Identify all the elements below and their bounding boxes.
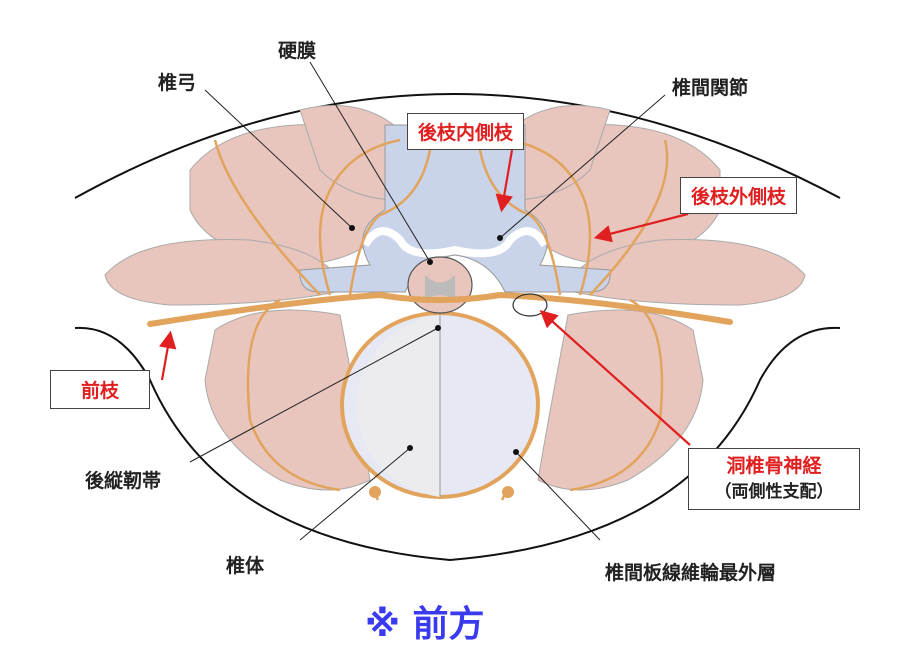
label-vertebral-body: 椎体 xyxy=(226,555,265,577)
sinuvertebral-circle xyxy=(512,293,548,317)
vertebral-arch-bone xyxy=(299,124,611,293)
label-pll: 後縦靭帯 xyxy=(85,470,162,492)
label-annulus: 椎間板線維輪最外層 xyxy=(605,562,777,584)
label-medial-branch: 後枝内側枝 xyxy=(407,113,525,150)
ganglion-right xyxy=(502,486,514,498)
branch-nerves xyxy=(213,138,669,501)
label-ventral-ramus: 前枝 xyxy=(50,370,151,409)
label-facet-joint: 椎間関節 xyxy=(672,77,749,99)
leader-lines xyxy=(189,61,666,541)
leader-dots xyxy=(349,225,519,455)
sinuvertebral-note: （両側性支配） xyxy=(714,482,834,502)
label-sinuvertebral-nerve: 洞椎骨神経 （両側性支配） xyxy=(688,448,860,510)
label-dura: 硬膜 xyxy=(278,40,317,62)
spinal-cord-gray-matter xyxy=(425,275,455,300)
label-vertebral-arch: 椎弓 xyxy=(158,72,197,94)
label-lateral-branch: 後枝外側枝 xyxy=(680,177,798,214)
facet-joint-gap xyxy=(361,227,549,258)
ganglion-left xyxy=(369,486,381,498)
red-arrows xyxy=(159,149,691,446)
front-direction-label: ※ 前方 xyxy=(365,604,485,645)
sinuvertebral-title: 洞椎骨神経 xyxy=(726,455,822,477)
body-outline-top xyxy=(74,93,841,199)
